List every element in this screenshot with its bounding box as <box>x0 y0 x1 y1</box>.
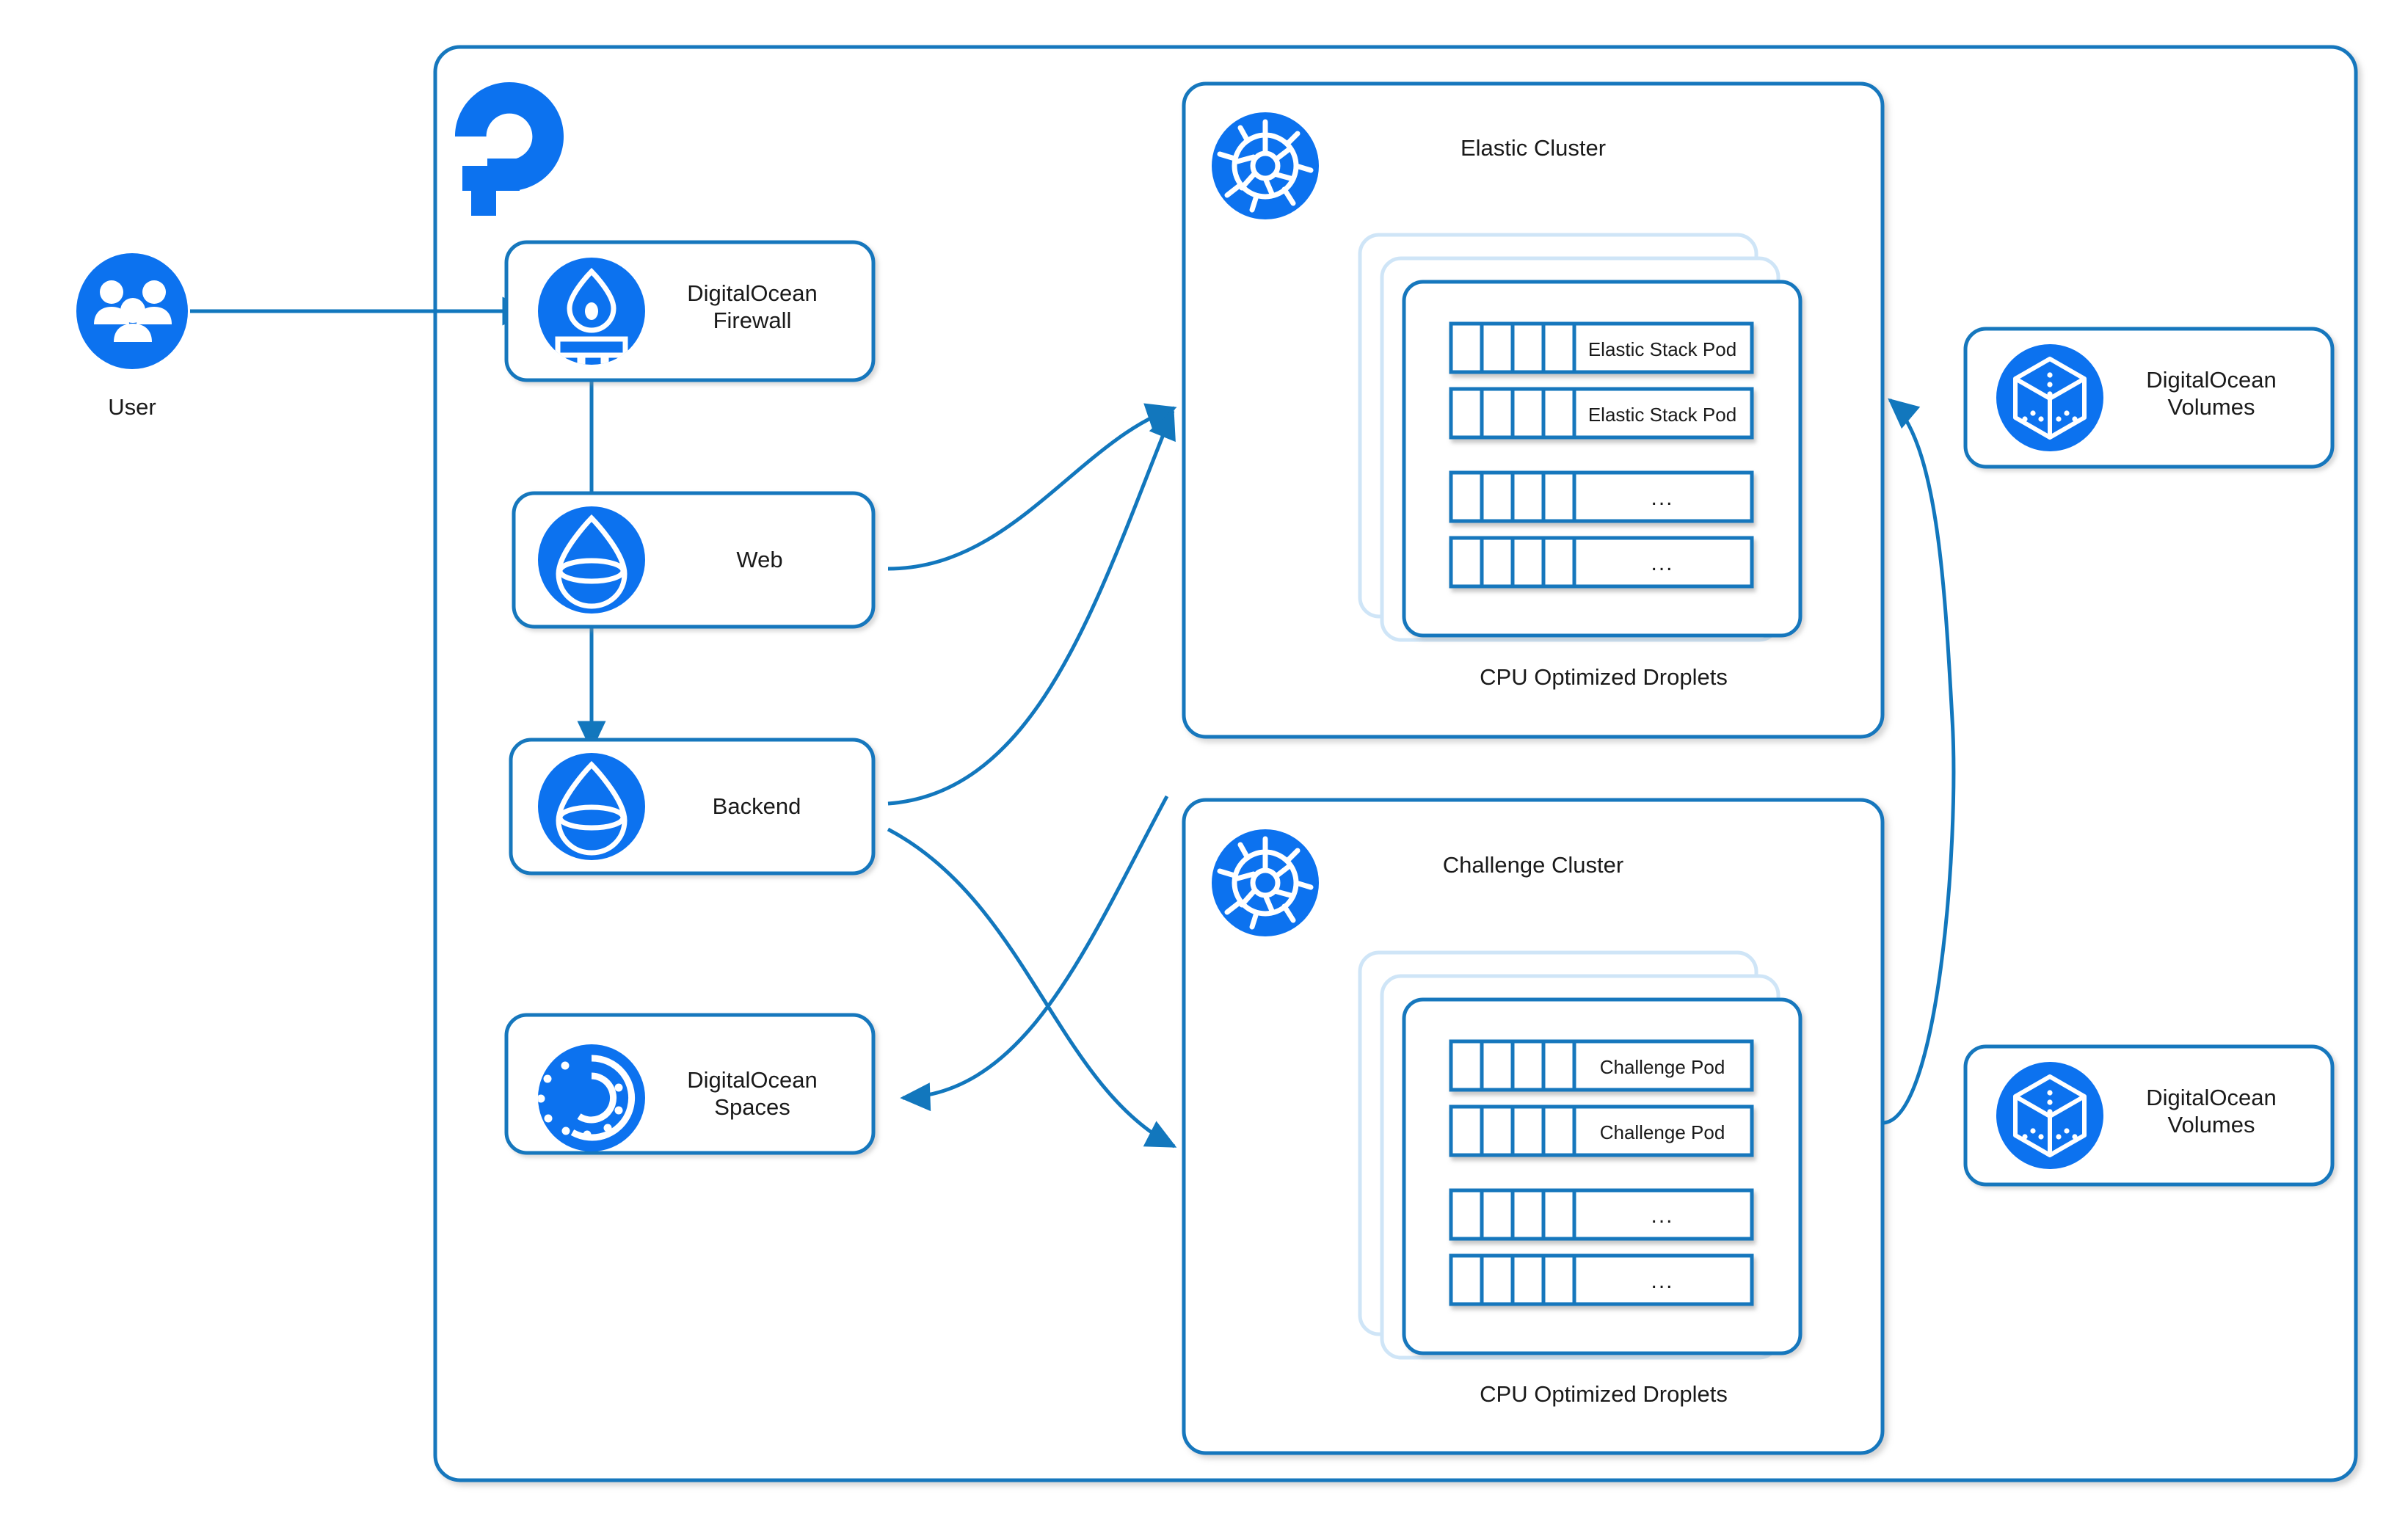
pod-label: Challenge Pod <box>1599 1121 1725 1143</box>
elastic-pod-rows <box>1449 321 1754 589</box>
volumes-cube-icon-bottom <box>1996 1062 2103 1169</box>
pod-label: Elastic Stack Pod <box>1587 338 1737 360</box>
volumes-top-label-line2: Volumes <box>2167 394 2255 420</box>
droplet-icon-web <box>538 506 645 614</box>
pod-label-ellipsis: ... <box>1651 1269 1674 1293</box>
pod-label-ellipsis: ... <box>1651 1204 1674 1228</box>
kubernetes-icon-challenge <box>1212 829 1319 936</box>
edge-challenge-to-elastic <box>1882 398 1956 1125</box>
edge-backend-to-challenge <box>887 827 1177 1149</box>
digitalocean-logo <box>455 82 564 216</box>
edge-web-to-elastic <box>887 403 1177 571</box>
droplet-icon-backend <box>538 753 645 860</box>
firewall-label-line2: Firewall <box>713 307 792 333</box>
web-label: Web <box>736 547 783 572</box>
volumes-cube-icon-top <box>1996 344 2103 451</box>
elastic-cluster-caption: CPU Optimized Droplets <box>1480 664 1728 690</box>
backend-label: Backend <box>712 793 801 819</box>
spaces-label-line2: Spaces <box>714 1094 790 1120</box>
pod-label: Challenge Pod <box>1599 1056 1725 1078</box>
firewall-label-line1: DigitalOcean <box>687 280 818 306</box>
spaces-label-line1: DigitalOcean <box>687 1067 818 1093</box>
pod-label-ellipsis: ... <box>1651 486 1674 510</box>
volumes-bottom-label-line2: Volumes <box>2167 1112 2255 1138</box>
kubernetes-icon-elastic <box>1212 112 1319 219</box>
spaces-icon <box>538 1044 645 1151</box>
volumes-top-label-line1: DigitalOcean <box>2146 367 2277 393</box>
edge-backend-to-elastic <box>887 408 1176 806</box>
edge-challenge-to-spaces <box>900 795 1169 1112</box>
challenge-cluster-caption: CPU Optimized Droplets <box>1480 1381 1728 1407</box>
user-label: User <box>108 394 156 420</box>
pod-label-ellipsis: ... <box>1651 551 1674 575</box>
volumes-bottom-label-line1: DigitalOcean <box>2146 1085 2277 1110</box>
pod-label: Elastic Stack Pod <box>1587 404 1737 426</box>
firewall-icon <box>538 258 645 365</box>
elastic-cluster-title: Elastic Cluster <box>1460 135 1607 161</box>
challenge-pod-rows <box>1449 1039 1754 1306</box>
challenge-cluster-title: Challenge Cluster <box>1442 852 1624 878</box>
connector-lines <box>190 296 1956 1149</box>
users-icon <box>76 253 188 369</box>
